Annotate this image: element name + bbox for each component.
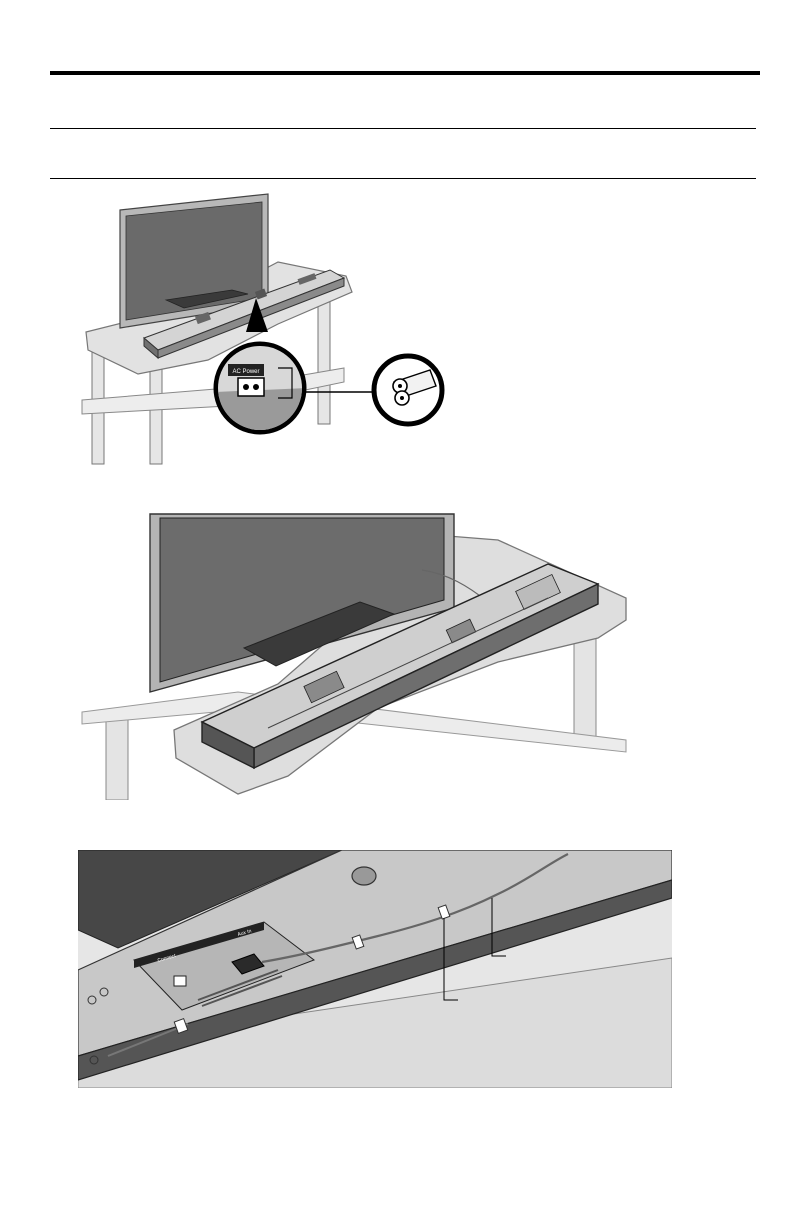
figure-power-connection: AC Power	[78, 192, 458, 466]
section-rule-bottom	[50, 178, 756, 179]
port-closeup-circle: AC Power	[216, 344, 308, 434]
header-rule	[50, 71, 760, 75]
section-rule-top	[50, 128, 756, 129]
knob	[352, 867, 376, 885]
figure-cord-routing-closeup: Connect Aux In	[78, 850, 672, 1088]
plug-closeup-circle	[374, 356, 442, 424]
ac-power-panel-label: AC Power	[232, 369, 259, 375]
figure-soundbar-placement	[78, 512, 638, 800]
